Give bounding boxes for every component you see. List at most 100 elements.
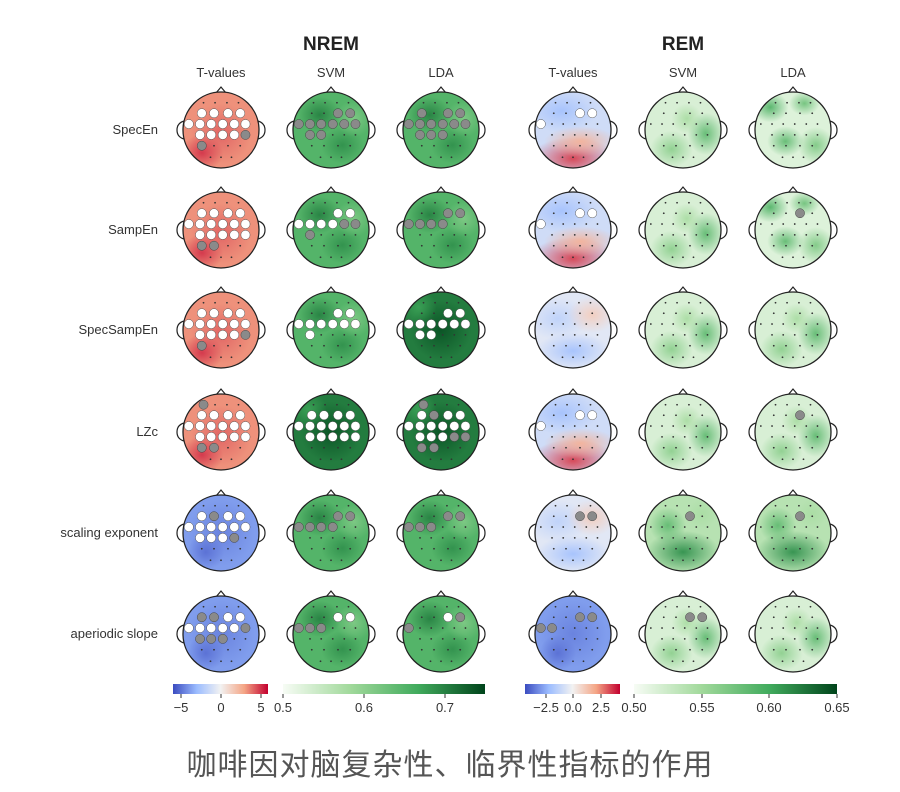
electrode-significant [206, 219, 217, 229]
electrode-dot [596, 323, 599, 325]
electrode-dot [347, 403, 350, 406]
electrode-dot [782, 536, 785, 539]
electrode-significant [195, 330, 205, 340]
electrode-dot [781, 356, 784, 359]
electrode-dot [209, 458, 212, 461]
electrode-significant [229, 119, 240, 129]
topomap-head [176, 388, 266, 471]
electrode-marked [209, 511, 219, 522]
electrode-dot [237, 504, 240, 507]
electrode-dot [689, 547, 691, 550]
electrode-dot [811, 144, 814, 147]
topomap-head [528, 590, 618, 673]
electrode-marked [293, 522, 304, 532]
electrode-dot [671, 156, 674, 159]
right-ear-outline [257, 120, 266, 140]
nose-outline [215, 286, 227, 294]
electrode-dot [551, 435, 553, 438]
electrode-significant [195, 533, 205, 543]
electrode-significant [460, 319, 471, 329]
electrode-dot [441, 333, 444, 336]
electrode-marked [535, 623, 546, 633]
head-outline [644, 191, 722, 269]
left-ear-outline [638, 523, 647, 543]
topomap-head [286, 186, 376, 269]
electrode-dot [573, 425, 576, 427]
electrode-dot [447, 344, 449, 347]
electrode-dot [562, 233, 565, 236]
nose-outline [567, 186, 579, 194]
electrode-dot [579, 344, 581, 347]
topomap-blob [789, 92, 820, 116]
electrode-dot [453, 333, 456, 336]
electrode-dot [662, 446, 665, 449]
electrode-dot [434, 504, 436, 507]
electrode-dot [664, 101, 667, 104]
electrode-dot [591, 547, 594, 550]
electrode-dot [683, 627, 686, 629]
electrode-dot [464, 333, 467, 336]
electrode-dot [239, 547, 242, 550]
electrode-dot [816, 536, 819, 539]
electrode-dot [793, 637, 796, 640]
electrode-marked [198, 399, 209, 410]
electrode-dot [585, 323, 588, 325]
electrode-dot [816, 435, 819, 438]
electrode-dot [354, 637, 357, 640]
electrode-dot [675, 515, 677, 518]
electrode-dot [239, 648, 242, 651]
electrode-dot [440, 356, 442, 359]
electrode-dot [579, 312, 581, 315]
electrode-dot [688, 504, 690, 507]
topomap-head [748, 590, 838, 673]
electrode-dot [230, 256, 233, 259]
electrode-dot [811, 515, 814, 518]
electrode-marked [415, 522, 425, 532]
electrode-dot [591, 312, 594, 315]
electrode-dot [596, 233, 599, 236]
electrode-dot [336, 605, 338, 608]
topomap-head [528, 86, 618, 169]
electrode-dot [220, 256, 222, 259]
electrode-significant [183, 319, 194, 329]
electrode-significant [345, 208, 356, 219]
electrode-dot [459, 144, 462, 147]
electrode-dot [802, 356, 805, 359]
electrode-dot [447, 648, 449, 651]
electrode-dot [582, 458, 585, 461]
colorbar-tick-label: 0 [217, 700, 224, 715]
electrode-dot [450, 660, 453, 663]
head-outline [534, 91, 612, 169]
electrode-dot [552, 515, 555, 518]
electrode-significant [333, 308, 343, 319]
electrode-dot [324, 504, 326, 507]
topomap-head [396, 86, 486, 169]
electrode-significant [217, 421, 228, 431]
electrode-dot [772, 212, 775, 215]
electrode-marked [305, 230, 315, 240]
electrode-dot [237, 403, 240, 406]
electrode-dot [446, 605, 448, 608]
electrode-dot [213, 144, 215, 147]
electrode-dot [237, 101, 240, 104]
right-ear-outline [609, 523, 618, 543]
electrode-dot [589, 201, 592, 204]
electrode-dot [675, 414, 677, 417]
electrode-significant [587, 410, 598, 421]
electrode-dot [675, 344, 677, 347]
electrode-dot [688, 403, 690, 406]
head-outline [644, 595, 722, 673]
nose-outline [787, 489, 799, 497]
electrode-dot [799, 344, 801, 347]
head-outline [292, 494, 370, 572]
electrode-dot [676, 403, 678, 406]
electrode-marked [587, 612, 598, 623]
electrode-dot [782, 333, 785, 336]
electrode-dot [793, 333, 796, 336]
electrode-dot [237, 301, 240, 304]
electrode-dot [566, 301, 568, 304]
electrode-dot [440, 559, 442, 562]
right-ear-outline [257, 422, 266, 442]
electrode-dot [695, 323, 698, 325]
electrode-dot [457, 301, 460, 304]
